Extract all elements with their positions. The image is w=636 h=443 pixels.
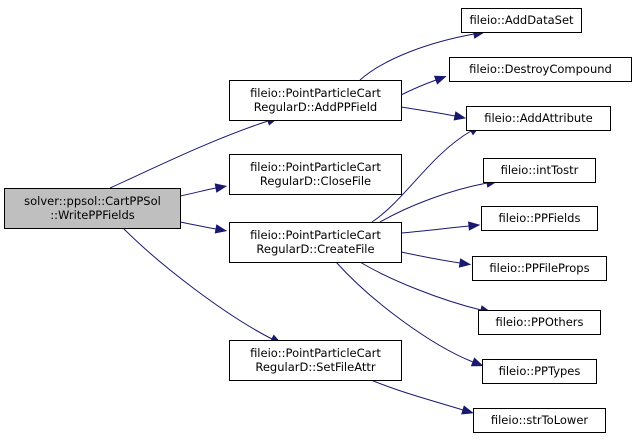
edge-line xyxy=(370,379,464,411)
edge-line xyxy=(379,182,488,223)
edge-setfileattr-strtolower xyxy=(370,379,474,415)
node-box xyxy=(229,340,402,381)
node-box xyxy=(482,359,597,384)
edge-line xyxy=(400,251,461,264)
edge-createfile-ppfields xyxy=(400,221,481,234)
edge-line xyxy=(123,228,273,340)
node-createfile[interactable]: fileio::PointParticleCartRegularD::Creat… xyxy=(229,222,402,263)
node-label: fileio::PointParticleCart xyxy=(250,86,381,100)
node-label: fileio::AddAttribute xyxy=(484,111,593,125)
node-box xyxy=(461,8,582,33)
edge-line xyxy=(109,120,269,189)
node-destroycompound[interactable]: fileio::DestroyCompound xyxy=(449,57,632,82)
edge-line xyxy=(371,130,472,223)
node-label: fileio::PointParticleCart xyxy=(250,160,381,174)
node-setfileattr[interactable]: fileio::PointParticleCartRegularD::SetFi… xyxy=(229,340,402,381)
node-label: fileio::PointParticleCart xyxy=(250,346,381,360)
arrow-head xyxy=(214,224,228,234)
node-label: fileio::DestroyCompound xyxy=(469,62,612,76)
node-box xyxy=(473,408,606,433)
edge-root-createfile xyxy=(179,221,228,234)
node-addattribute[interactable]: fileio::AddAttribute xyxy=(466,106,611,131)
node-label: fileio::PointParticleCart xyxy=(250,228,381,242)
node-label: fileio::strToLower xyxy=(491,413,589,427)
node-box xyxy=(4,188,181,229)
arrow-head xyxy=(433,75,447,85)
node-box xyxy=(478,310,601,335)
node-label: ::WritePPFields xyxy=(50,208,135,222)
node-label: RegularD::CloseFile xyxy=(260,174,371,188)
edge-line xyxy=(359,261,482,311)
node-label: fileio::PPTypes xyxy=(499,364,581,378)
arrow-head xyxy=(214,183,228,193)
edge-line xyxy=(359,33,475,81)
edge-addppfield-destroycompound xyxy=(400,75,447,96)
edge-line xyxy=(179,221,217,230)
arrow-head xyxy=(470,357,484,367)
edge-createfile-ppothers xyxy=(359,261,493,315)
node-label: fileio::PPOthers xyxy=(495,315,583,329)
node-label: RegularD::AddPPField xyxy=(254,100,377,114)
node-ppfields[interactable]: fileio::PPFields xyxy=(481,206,598,231)
node-ppfileprops[interactable]: fileio::PPFileProps xyxy=(472,256,607,281)
node-label: fileio::PPFileProps xyxy=(489,261,589,275)
node-addppfield[interactable]: fileio::PointParticleCartRegularD::AddPP… xyxy=(229,80,402,121)
node-box xyxy=(466,106,611,131)
node-box xyxy=(229,154,402,195)
node-root[interactable]: solver::ppsol::CartPPSol::WritePPFields xyxy=(4,188,181,229)
edge-line xyxy=(335,261,474,363)
node-ppothers[interactable]: fileio::PPOthers xyxy=(478,310,601,335)
node-label: RegularD::CreateFile xyxy=(256,242,374,256)
node-label: fileio::intTostr xyxy=(501,163,579,177)
node-box xyxy=(449,57,632,82)
node-box xyxy=(229,222,402,263)
edge-root-closefile xyxy=(179,183,228,197)
node-strtolower[interactable]: fileio::strToLower xyxy=(473,408,606,433)
node-closefile[interactable]: fileio::PointParticleCartRegularD::Close… xyxy=(229,154,402,195)
edge-line xyxy=(400,106,456,117)
node-pptypes[interactable]: fileio::PPTypes xyxy=(482,359,597,384)
node-label: fileio::PPFields xyxy=(499,211,581,225)
arrow-head xyxy=(468,221,481,231)
node-box xyxy=(481,206,598,231)
node-inttostr[interactable]: fileio::intTostr xyxy=(483,158,596,183)
edge-line xyxy=(179,187,217,197)
arrow-head xyxy=(458,258,472,268)
node-label: fileio::AddDataSet xyxy=(469,13,574,27)
edge-createfile-pptypes xyxy=(335,261,484,367)
edge-addppfield-addattribute xyxy=(400,106,467,121)
node-box xyxy=(229,80,402,121)
node-box xyxy=(472,256,607,281)
arrow-head xyxy=(453,111,467,121)
edge-createfile-ppfileprops xyxy=(400,251,472,268)
node-label: RegularD::SetFileAttr xyxy=(255,360,376,374)
arrow-head xyxy=(461,405,474,415)
edge-line xyxy=(400,225,470,234)
edge-line xyxy=(400,79,437,96)
node-box xyxy=(483,158,596,183)
node-label: solver::ppsol::CartPPSol xyxy=(24,194,161,208)
node-adddataset[interactable]: fileio::AddDataSet xyxy=(461,8,582,33)
